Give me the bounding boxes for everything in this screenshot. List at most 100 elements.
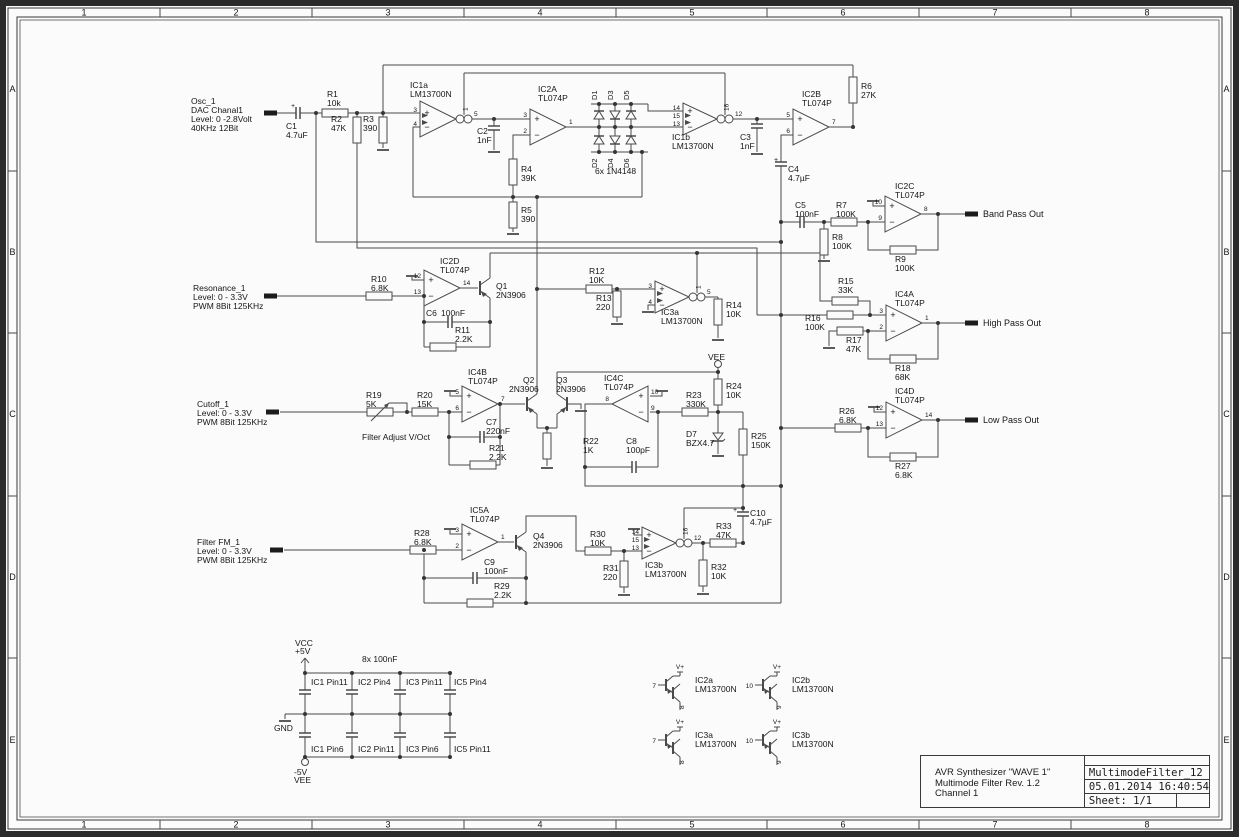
plus-input-mark: + — [534, 114, 539, 124]
junction-dot — [716, 410, 720, 414]
resistor-value: 1K — [583, 445, 594, 455]
vplus-label: V+ — [773, 719, 781, 726]
junction-dot — [303, 671, 307, 675]
wire — [916, 420, 939, 458]
opamp-IC4A: +−321 — [879, 304, 929, 342]
resistor-value: 100K — [895, 263, 915, 273]
border-column-label: 1 — [81, 820, 86, 830]
io-label: PWM 8Bit 125KHz — [197, 417, 267, 427]
input-mark: − — [424, 122, 429, 132]
annotation: IC2 Pin4 — [358, 677, 391, 687]
resistor-name: R14 — [726, 300, 742, 310]
capacitor-C5 — [799, 216, 805, 228]
wire — [867, 331, 890, 360]
resistor-R3 — [378, 116, 388, 144]
border-row-label: B — [1223, 247, 1229, 257]
border-row-label: C — [9, 409, 16, 419]
ota-part: LM13700N — [672, 141, 714, 151]
sheet-number: Sheet: 1/1 — [1088, 795, 1153, 807]
bias-arrow — [644, 544, 650, 549]
bias-arrow — [657, 298, 663, 303]
border-row-label: C — [1223, 409, 1230, 419]
wire — [769, 738, 778, 746]
wire — [762, 675, 771, 683]
project-line-2: Multimode Filter Rev. 1.2 — [935, 777, 1040, 789]
diode-D6 — [625, 135, 637, 145]
capacitor-value: 4.7µF — [750, 517, 772, 527]
resistor-body — [834, 423, 862, 433]
resistor-body — [848, 76, 858, 104]
annotation: IC1 Pin11 — [311, 677, 348, 687]
pin-number: 3 — [523, 112, 527, 119]
annotation: -5V — [294, 767, 308, 777]
resistor-value: 220 — [603, 572, 617, 582]
junction-dot — [511, 195, 515, 199]
ota-output-circle — [724, 114, 734, 124]
junction-dot — [779, 313, 783, 317]
junction-dot — [622, 549, 626, 553]
annotation: VEE — [294, 775, 311, 785]
junction-dot — [422, 576, 426, 580]
emitter-arrow — [764, 744, 769, 749]
junction-dot — [629, 125, 633, 129]
capacitor-C7 — [479, 431, 485, 443]
pin-number: 7 — [501, 396, 505, 403]
opamp-part: TL074P — [440, 265, 470, 275]
annotation: IC3 Pin6 — [406, 744, 439, 754]
resistor-body — [831, 296, 859, 306]
wire — [769, 683, 778, 691]
junction-dot — [866, 329, 870, 333]
border-row-label: A — [9, 84, 15, 94]
zener-D7 — [710, 432, 726, 444]
wire — [873, 408, 886, 413]
resistor-R9 — [889, 245, 917, 255]
opamp-body — [423, 269, 462, 307]
opamp-name: IC5A — [470, 505, 489, 515]
capacitor-decoupling — [394, 732, 406, 738]
transistor-part: 2N3906 — [509, 384, 539, 394]
pin-number: 1 — [501, 534, 505, 541]
border-row-label: D — [1223, 572, 1230, 582]
pin-number: 5 — [786, 112, 790, 119]
junction-dot — [741, 541, 745, 545]
resistor-name: R16 — [805, 313, 821, 323]
junction-dot — [303, 755, 307, 759]
diode-label: D5 — [622, 90, 631, 100]
resistor-name: R12 — [589, 266, 605, 276]
zener-value: BZX4.7 — [686, 438, 715, 448]
capacitor-C8 — [631, 461, 637, 473]
junction-dot — [535, 195, 539, 199]
wire — [584, 403, 781, 487]
ota-output-circle — [463, 114, 473, 124]
capacitor-value: 100nF — [484, 566, 508, 576]
io-label: PWM 8Bit 125KHz — [193, 301, 263, 311]
resistor-R20 — [411, 407, 439, 417]
wire — [304, 657, 310, 664]
capacitor-value: 100nF — [441, 308, 465, 318]
resistor-value: 10K — [726, 390, 741, 400]
vee-terminal — [714, 360, 722, 368]
capacitor-name: C6 — [426, 308, 437, 318]
emitter-arrow — [481, 291, 487, 297]
annotation: VCC — [295, 638, 313, 648]
junction-dot — [597, 150, 601, 154]
wire — [356, 143, 758, 315]
io-label: Level: 0 - 3.3V — [197, 546, 252, 556]
junction-dot — [851, 125, 855, 129]
pin-number: 10 — [746, 683, 754, 690]
resistor-body — [819, 228, 829, 256]
capacitor-value: 100nF — [795, 209, 819, 219]
capacitor-C9 — [472, 572, 478, 584]
junction-dot — [779, 220, 783, 224]
resistor-body — [713, 298, 723, 326]
pin-number: 14 — [463, 280, 471, 287]
bias-arrow — [422, 113, 428, 118]
border-column-label: 6 — [840, 820, 845, 830]
resistor-body — [698, 559, 708, 587]
resistor-name: R23 — [686, 390, 702, 400]
input-mark: − — [659, 300, 664, 310]
ota-body — [682, 102, 719, 136]
